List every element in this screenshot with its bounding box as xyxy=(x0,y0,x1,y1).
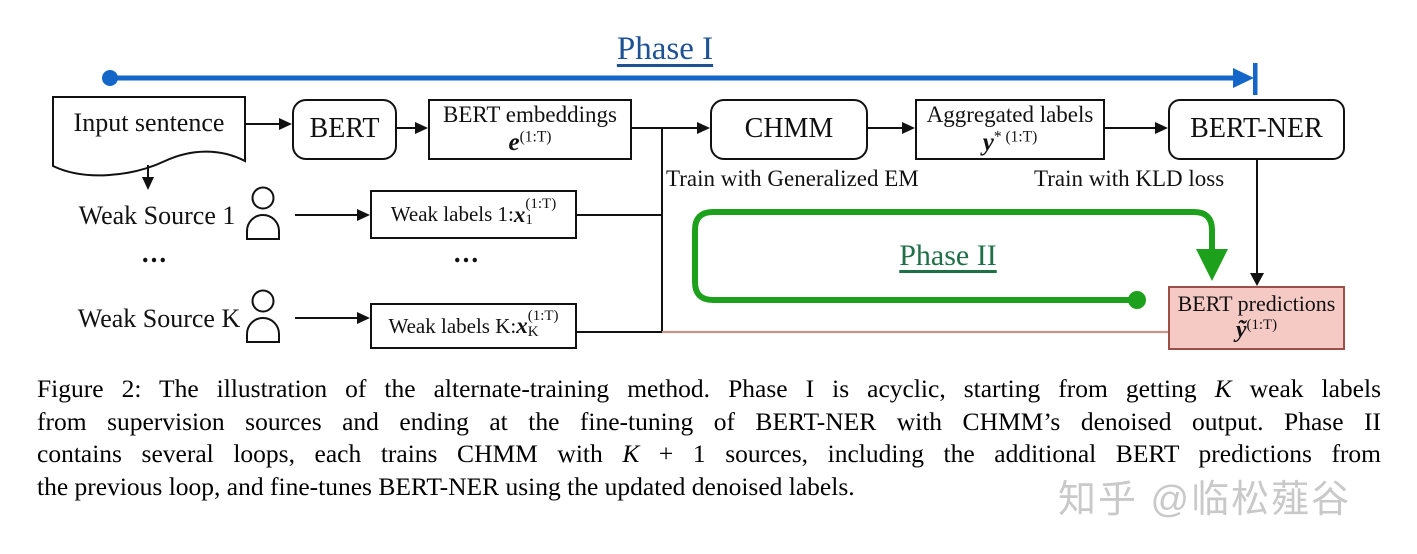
watermark: 知乎 @临松薤谷 xyxy=(1058,479,1352,521)
arrow-aggregated-to-bertner xyxy=(1105,122,1168,134)
bert-embeddings-node: BERT embeddings e(1:T) xyxy=(428,99,632,160)
weak-source-1-label: Weak Source 1 xyxy=(78,201,236,230)
figure-caption: Figure 2: The illustration of the altern… xyxy=(37,373,1381,503)
bert-predictions-math: ỹ(1:T) xyxy=(1235,316,1278,343)
caption-line-1: Figure 2: The illustration of the altern… xyxy=(37,374,1382,403)
document-shape xyxy=(52,96,246,177)
bert-ner-label: BERT-NER xyxy=(1190,113,1323,145)
ellipsis-labels: ... xyxy=(453,238,481,268)
arrow-embeddings-to-chmm xyxy=(632,122,710,134)
bert-predictions-title: BERT predictions xyxy=(1177,291,1336,317)
caption-line-2: from supervision sources and ending at t… xyxy=(37,406,1381,436)
phase1-label: Phase I xyxy=(616,31,714,67)
person-icon-source1 xyxy=(246,186,280,240)
arrow-bert-to-embeddings xyxy=(397,122,428,134)
weak-labels-k-text: Weak labels K: xyxy=(388,313,517,338)
weak-labels-1-node: Weak labels 1: x(1:T)1 xyxy=(370,190,577,239)
bert-predictions-node: BERT predictions ỹ(1:T) xyxy=(1168,286,1345,350)
input-sentence-node: Input sentence xyxy=(73,108,225,137)
arrow-doc-down xyxy=(142,165,154,190)
person-icon-sourcek xyxy=(246,289,280,343)
arrow-bertner-to-predictions xyxy=(1250,160,1264,286)
caption-line-3: contains several loops, each trains CHMM… xyxy=(37,439,1382,468)
aggregated-labels-node: Aggregated labels y* (1:T) xyxy=(915,99,1105,160)
arrow-chmm-to-aggregated xyxy=(868,122,915,134)
arrow-source1-to-labels1 xyxy=(295,209,370,221)
weak-labels-k-node: Weak labels K: x(1:T)K xyxy=(370,303,577,349)
arrow-sourcek-to-labelsk xyxy=(295,312,370,324)
chmm-node: CHMM xyxy=(710,99,868,160)
train-kld-annotation: Train with KLD loss xyxy=(1034,166,1225,191)
phase2-label: Phase II xyxy=(899,239,997,272)
bert-embeddings-title: BERT embeddings xyxy=(443,102,617,128)
arrow-doc-to-bert xyxy=(245,118,292,130)
weak-labels-1-text: Weak labels 1: xyxy=(390,202,514,226)
phase1-arrow xyxy=(102,63,1258,95)
bert-ner-node: BERT-NER xyxy=(1168,99,1345,160)
caption-line-4: the previous loop, and fine-tunes BERT-N… xyxy=(37,471,855,501)
ellipsis-sources: ... xyxy=(141,238,169,268)
chmm-label: CHMM xyxy=(744,113,834,145)
train-generalized-em-annotation: Train with Generalized EM xyxy=(666,166,919,191)
bert-embeddings-math: e(1:T) xyxy=(508,128,552,156)
bert-node: BERT xyxy=(292,99,397,160)
phase2-loop-arrow xyxy=(692,209,1228,309)
aggregated-labels-math: y* (1:T) xyxy=(982,128,1038,156)
weak-source-k-label: Weak Source K xyxy=(77,304,241,333)
bert-label: BERT xyxy=(309,113,380,145)
aggregated-labels-title: Aggregated labels xyxy=(926,102,1094,128)
